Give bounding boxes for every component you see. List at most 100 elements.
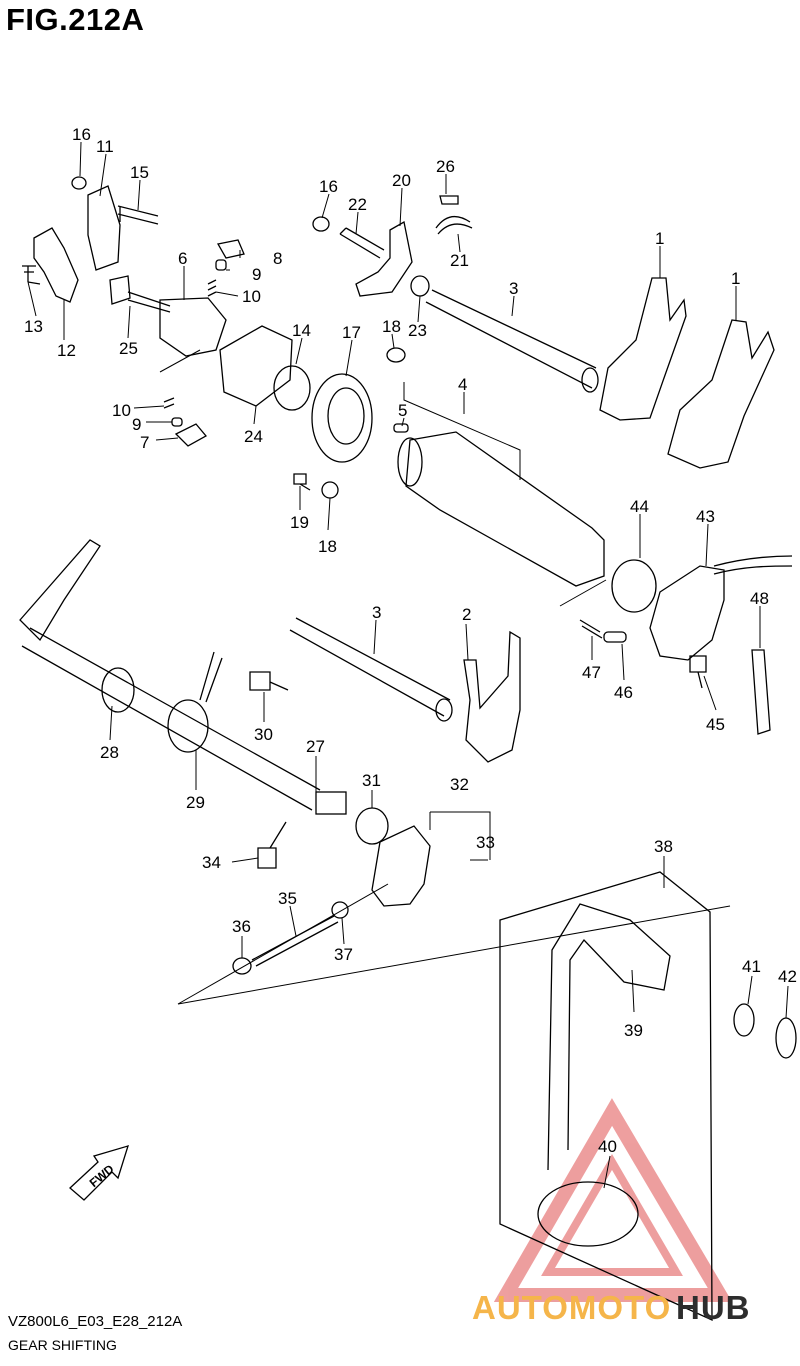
part-12-plate: [33, 227, 79, 303]
part-40-rubber: [537, 1181, 639, 1247]
part-3-shaft-top: [425, 289, 597, 389]
part-3-shaft-end: [581, 367, 599, 393]
part-37-nut: [331, 901, 349, 919]
callout-40: 40: [598, 1137, 617, 1156]
watermark-text-hub: HUB: [676, 1289, 751, 1326]
part-18-washer: [386, 347, 406, 363]
callout-18-a: 18: [382, 317, 401, 336]
callout-3-mid: 3: [372, 603, 381, 622]
part-23-washer: [410, 275, 430, 297]
callout-21: 21: [450, 251, 469, 270]
fwd-label: FWD: [87, 1162, 117, 1191]
part-27-spline: [315, 791, 347, 815]
callout-16-b: 16: [319, 177, 338, 196]
callout-38: 38: [654, 837, 673, 856]
part-47-spring: [579, 619, 603, 639]
callout-39: 39: [624, 1021, 643, 1040]
part-25-bolt: [109, 275, 171, 313]
callout-4: 4: [458, 375, 467, 394]
callout-2: 2: [462, 605, 471, 624]
fwd-arrow-icon: [69, 1145, 129, 1201]
callout-5: 5: [398, 401, 407, 420]
part-46-pin: [603, 631, 627, 643]
part-41-washer: [733, 1003, 755, 1037]
part-16-nut: [71, 176, 87, 190]
callout-13: 13: [24, 317, 43, 336]
callout-14: 14: [292, 321, 311, 340]
part-2-fork: [463, 630, 521, 763]
callout-19: 19: [290, 513, 309, 532]
callout-18-b: 18: [318, 537, 337, 556]
part-3-shaft-mid-end: [435, 698, 453, 722]
callout-37: 37: [334, 945, 353, 964]
part-6-cam: [159, 297, 227, 357]
callout-27: 27: [306, 737, 325, 756]
callout-36: 36: [232, 917, 251, 936]
part-9-pin-b: [171, 417, 183, 427]
part-26-screw: [439, 195, 459, 205]
part-17-bearing-inner: [327, 387, 365, 445]
part-28-lever: [19, 539, 101, 642]
part-31-seal: [355, 807, 389, 845]
watermark-text-automoto: AUTOMOTO: [472, 1289, 672, 1326]
part-10-spring-b: [163, 397, 175, 409]
part-1-fork-a: [599, 277, 687, 421]
figure-caption: GEAR SHIFTING: [8, 1337, 117, 1353]
callout-6: 6: [178, 249, 187, 268]
part-19-screw: [293, 473, 311, 491]
callout-26: 26: [436, 157, 455, 176]
part-7-pawl: [174, 423, 208, 447]
part-43-sensor: [649, 565, 725, 661]
part-18-washer-b: [321, 481, 339, 499]
callout-32: 32: [450, 775, 469, 794]
leader-lines: [27, 141, 789, 1189]
part-17-bearing-outer: [311, 373, 373, 463]
callout-9-a: 9: [252, 265, 261, 284]
part-34-bolt: [257, 821, 287, 869]
part-32-arm: [371, 825, 431, 907]
part-24-cam-plate: [219, 325, 293, 407]
callout-45: 45: [706, 715, 725, 734]
part-4-drum-end: [397, 437, 423, 487]
callout-7: 7: [140, 433, 149, 452]
part-29-spring: [167, 699, 209, 753]
part-3-shaft-mid: [289, 617, 451, 717]
callout-44: 44: [630, 497, 649, 516]
callout-41: 41: [742, 957, 761, 976]
part-21-spring: [435, 216, 473, 235]
part-9-pin: [215, 259, 227, 271]
part-42-clip: [775, 1017, 797, 1059]
part-11-plate: [87, 185, 121, 271]
figure-code: VZ800L6_E03_E28_212A: [8, 1313, 183, 1330]
callout-10-a: 10: [242, 287, 261, 306]
part-15-pin: [117, 205, 159, 225]
part-35-rod: [251, 915, 339, 967]
callout-31: 31: [362, 771, 381, 790]
part-48-clamp: [751, 649, 771, 735]
callout-24: 24: [244, 427, 263, 446]
part-16-nut-b: [312, 216, 330, 232]
callout-34: 34: [202, 853, 221, 872]
part-5-pin: [393, 423, 409, 433]
callout-3-top: 3: [509, 279, 518, 298]
callout-22: 22: [348, 195, 367, 214]
part-8-pawl: [216, 239, 245, 259]
part-45-bolt: [689, 655, 707, 689]
part-30-bolt: [249, 671, 289, 691]
part-29-spring-arm: [199, 651, 223, 703]
callout-35: 35: [278, 889, 297, 908]
part-10-spring: [207, 279, 217, 297]
callout-1-b: 1: [731, 269, 740, 288]
callout-12: 12: [57, 341, 76, 360]
part-28-collar: [101, 667, 135, 713]
part-43-cable: [713, 555, 793, 575]
part-38-box: [499, 871, 713, 1322]
callout-17: 17: [342, 323, 361, 342]
part-44-o-ring: [611, 559, 657, 613]
callout-15: 15: [130, 163, 149, 182]
callout-28: 28: [100, 743, 119, 762]
callout-1-a: 1: [655, 229, 664, 248]
part-1-fork-b: [667, 319, 775, 469]
part-22-pin: [339, 227, 385, 259]
